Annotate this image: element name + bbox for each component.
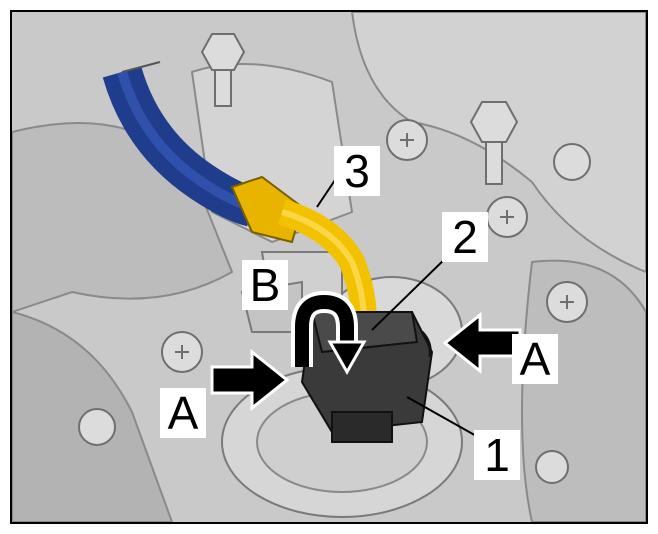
callout-2: 2	[442, 212, 488, 262]
illustration-frame: 3 2 B A A 1	[10, 10, 648, 524]
callout-a-left: A	[160, 388, 206, 438]
engine-illustration	[12, 12, 646, 522]
rotate-arrow-icon	[291, 290, 367, 376]
callout-3: 3	[334, 146, 380, 196]
callout-1: 1	[474, 430, 520, 480]
callout-a-right: A	[512, 334, 558, 384]
callout-b: B	[242, 260, 288, 310]
